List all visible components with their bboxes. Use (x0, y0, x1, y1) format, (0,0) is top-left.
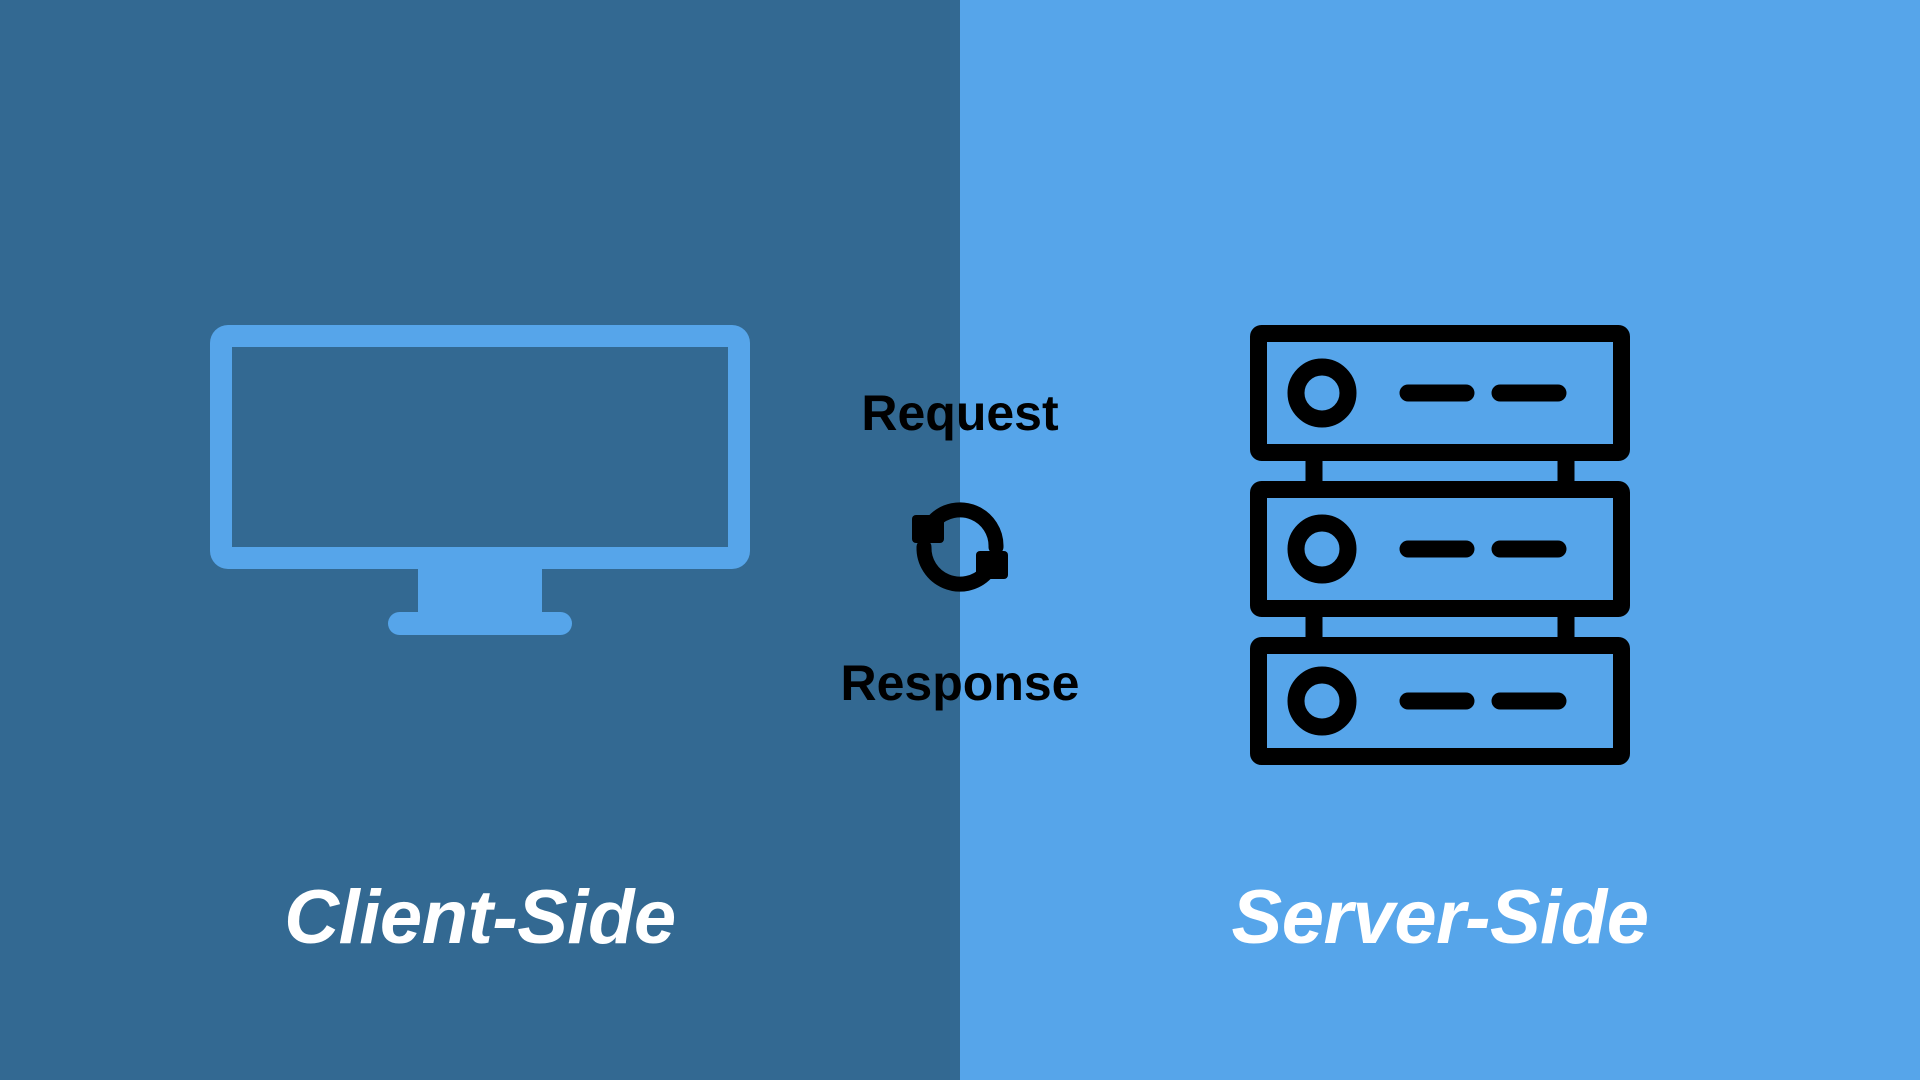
server-unit-1-power-led (1287, 358, 1357, 428)
client-side-label: Client-Side (284, 875, 676, 960)
server-unit-1-body (1250, 325, 1630, 461)
sync-arrowhead-right (976, 551, 1008, 579)
response-label: Response (840, 655, 1080, 711)
desktop-monitor-icon (210, 325, 750, 635)
sync-arc-bottom (916, 539, 994, 592)
server-side-label: Server-Side (1231, 875, 1649, 960)
client-side-panel: Client-Side (0, 0, 960, 1080)
client-side-content: Client-Side (0, 325, 960, 960)
server-unit-3-body (1250, 637, 1630, 765)
sync-icon-slot (900, 487, 1020, 607)
server-unit-3-power-led (1287, 666, 1357, 736)
client-icon-slot (0, 325, 960, 775)
server-unit-2-power-led (1287, 514, 1357, 584)
server-side-panel: Server-Side (960, 0, 1920, 1080)
server-rack-icon (1250, 325, 1630, 765)
sync-arrowhead-left (912, 515, 944, 543)
sync-arrows-icon (912, 502, 1008, 592)
server-unit-2-body (1250, 481, 1630, 617)
sync-arc-top (926, 502, 1004, 555)
request-label: Request (861, 385, 1059, 441)
flow-overlay: Request Response (650, 0, 1270, 1080)
server-icon-slot (960, 325, 1920, 775)
server-side-content: Server-Side (960, 0, 1920, 1080)
